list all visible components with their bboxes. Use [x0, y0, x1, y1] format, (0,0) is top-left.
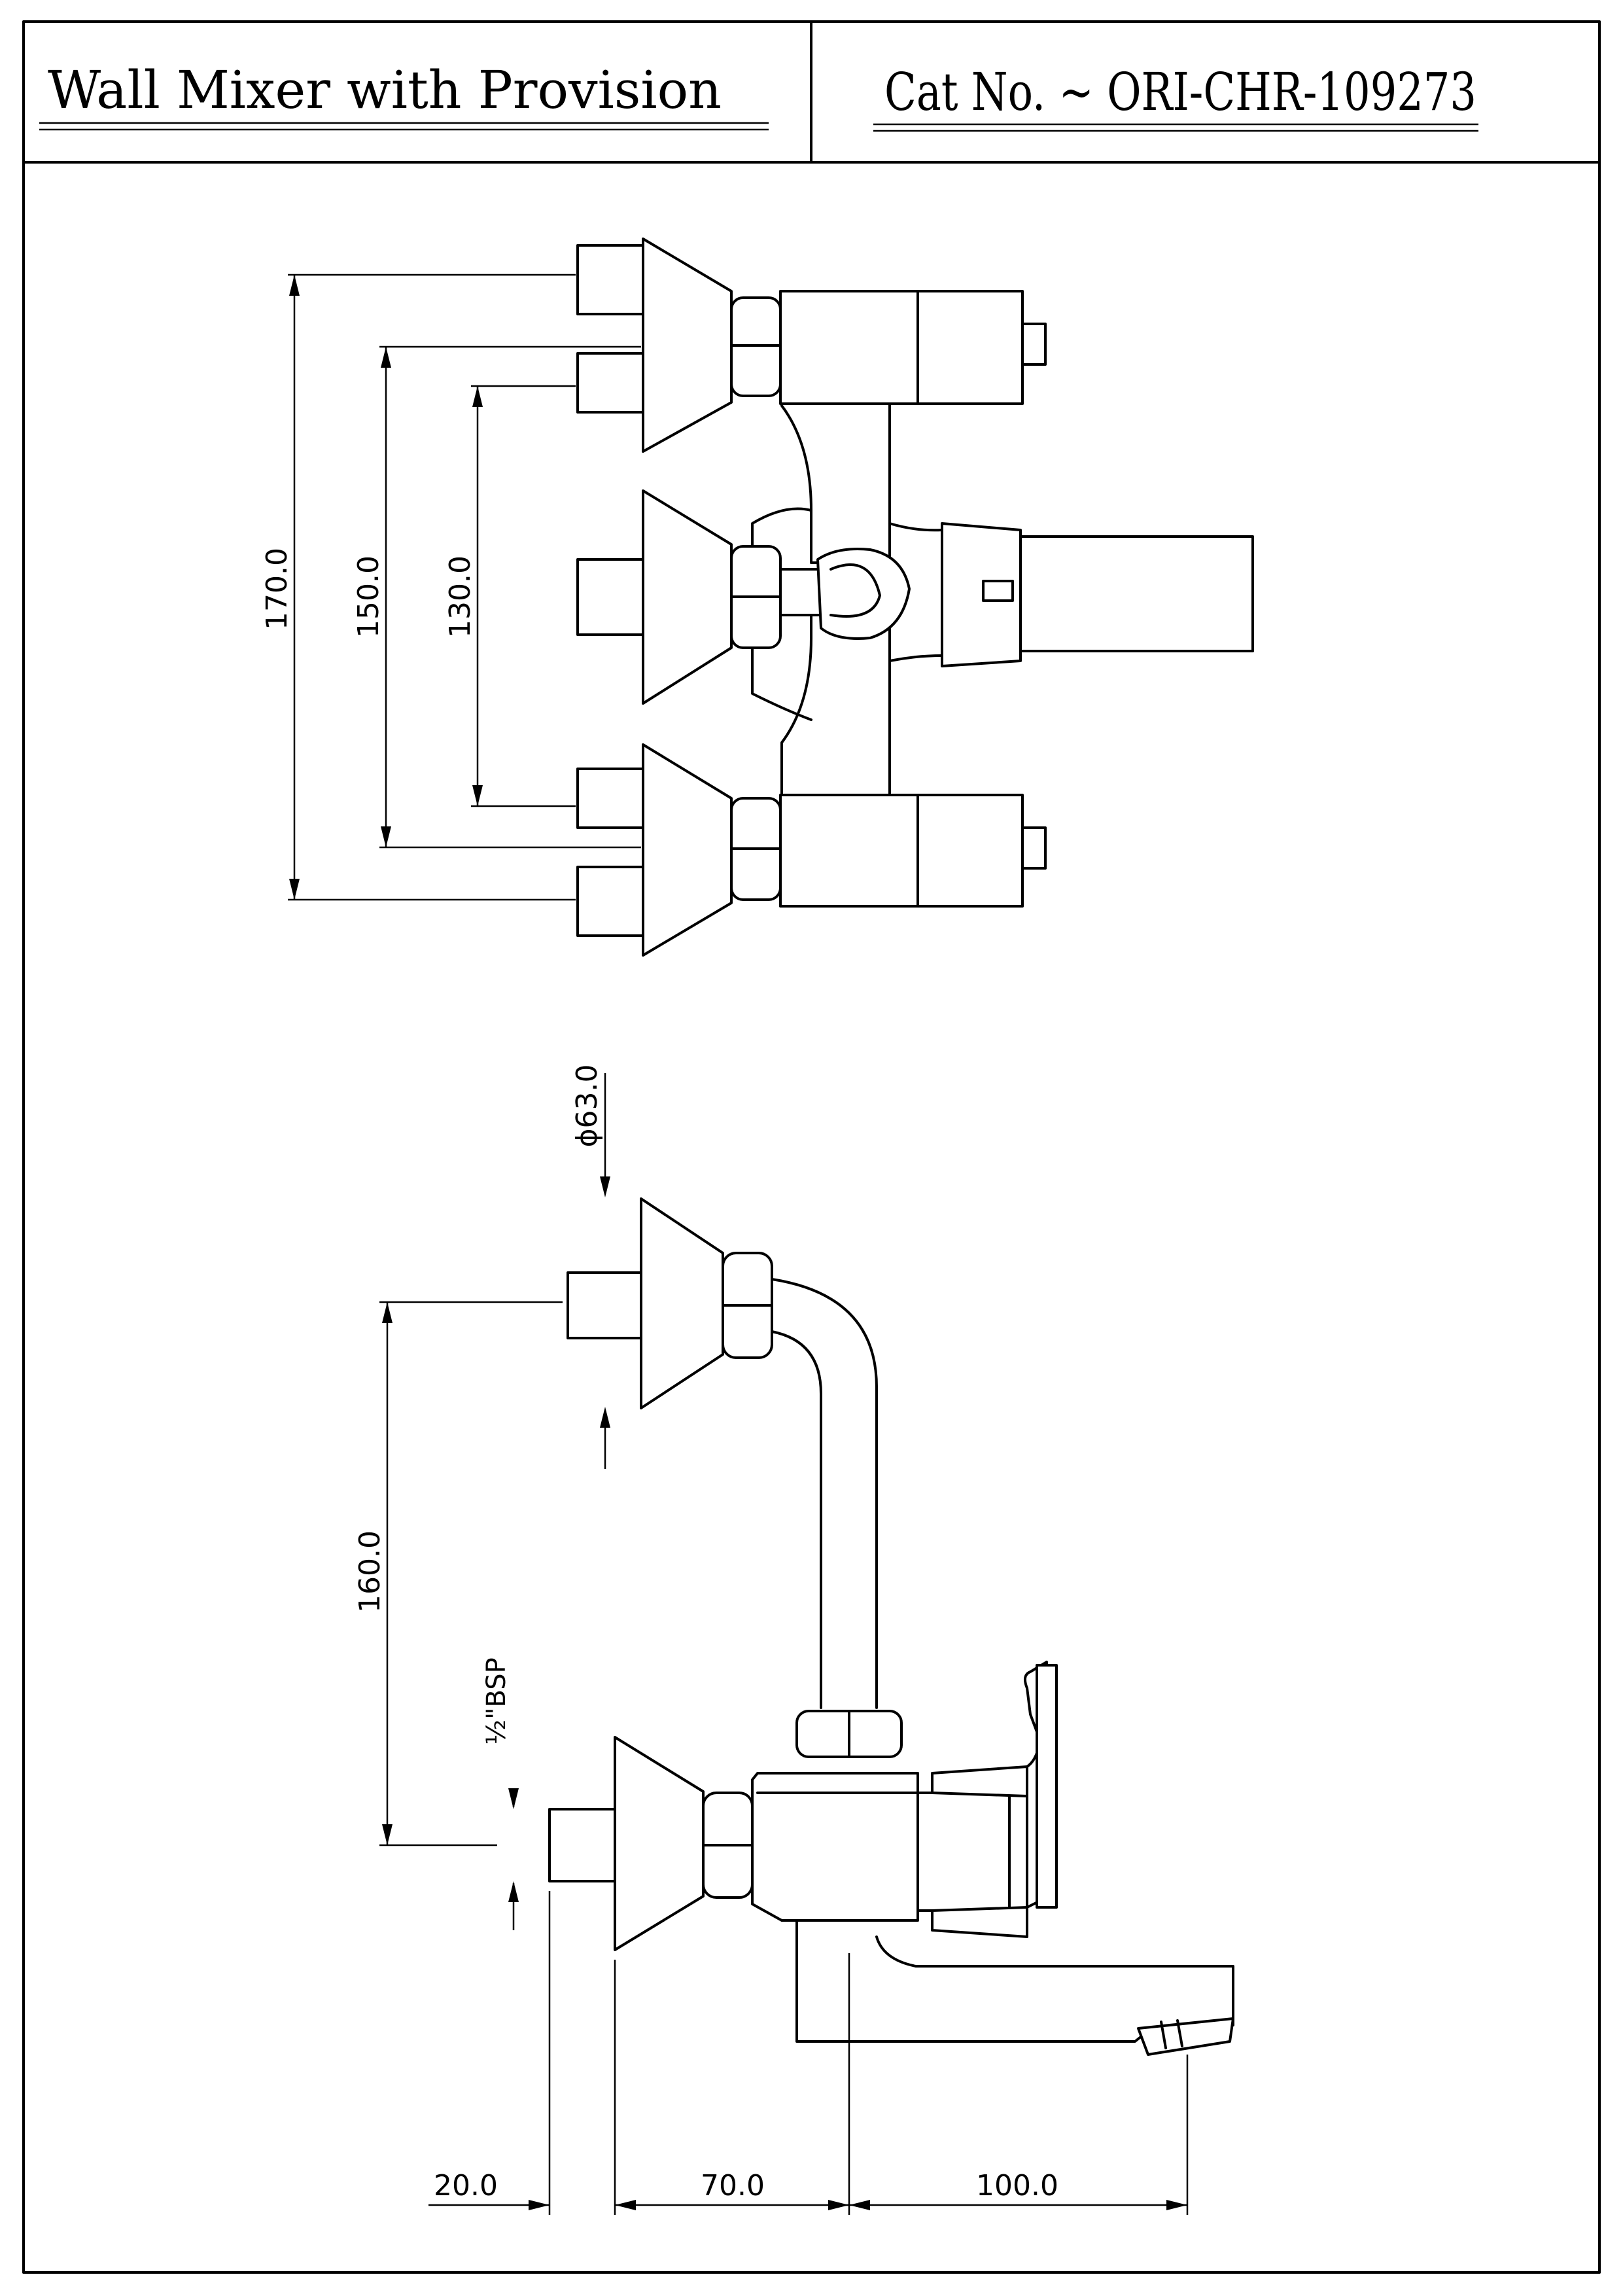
dim-body-offset: 70.0 — [701, 2169, 765, 2202]
dim-inlet-length: 20.0 — [434, 2169, 498, 2202]
top-inlet-assembly — [576, 238, 1047, 453]
lever-handle — [1023, 1661, 1058, 1909]
spout — [795, 1919, 1234, 2056]
dim-inlet-spacing: 150.0 — [352, 556, 385, 638]
drawing-frame — [22, 20, 1601, 2274]
catalog-number: Cat No. ~ ORI-CHR-109273 — [884, 62, 1476, 122]
front-view: 170.0 150.0 130.0 — [260, 238, 1254, 957]
bottom-inlet-assembly — [576, 743, 1047, 957]
dim-spout-reach: 100.0 — [976, 2169, 1058, 2202]
dim-thread-size: ½"BSP — [481, 1657, 512, 1744]
middle-diverter-assembly — [576, 489, 1254, 705]
front-dimensions: 170.0 150.0 130.0 — [260, 274, 641, 901]
side-view: ϕ63.0 160.0 ½"BSP 20.0 — [353, 1065, 1234, 2215]
dim-flange-diameter: ϕ63.0 — [570, 1065, 604, 1148]
dim-overall-height: 170.0 — [260, 548, 294, 630]
dim-connection-spacing: 130.0 — [444, 556, 477, 638]
side-dimensions: ϕ63.0 160.0 ½"BSP 20.0 — [353, 1065, 1189, 2215]
dim-provision-height: 160.0 — [353, 1530, 387, 1613]
upper-body-nut — [795, 1710, 903, 1758]
mixer-body — [548, 1736, 1028, 1951]
product-title: Wall Mixer with Provision — [48, 60, 722, 120]
title-block: Wall Mixer with Provision Cat No. ~ ORI-… — [39, 60, 1478, 132]
provision-outlet — [567, 1197, 878, 1709]
